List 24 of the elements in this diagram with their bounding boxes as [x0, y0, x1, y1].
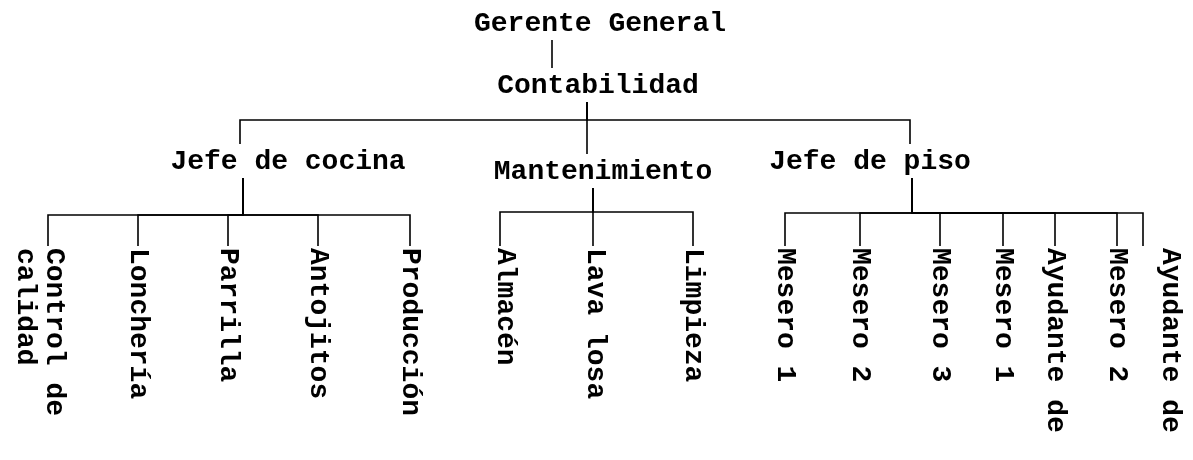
- org-label: Mesero 3: [925, 248, 955, 383]
- org-label: Parrilla: [213, 248, 243, 383]
- org-label: Ayudante de: [1040, 248, 1070, 433]
- org-label: Jefe de cocina: [170, 146, 406, 178]
- org-label: Gerente General: [474, 8, 726, 40]
- org-label: Jefe de piso: [769, 146, 971, 178]
- connector-line: [586, 101, 911, 145]
- org-label: Contabilidad: [497, 70, 699, 102]
- org-label: Lava losa: [580, 248, 610, 400]
- org-label: Limpieza: [678, 248, 708, 383]
- connector-line: [242, 177, 411, 247]
- org-label: Mesero 1: [770, 248, 800, 383]
- org-label: Producción: [395, 248, 425, 417]
- org-label: Control de calidad: [11, 248, 69, 425]
- org-label: Ayudante de: [1155, 248, 1185, 433]
- org-label: Mantenimiento: [493, 156, 713, 188]
- connector-line: [592, 187, 694, 247]
- org-label: Antojitos: [303, 248, 333, 400]
- connector-line: [551, 39, 553, 69]
- org-label: Lonchería: [123, 248, 153, 400]
- org-label: Mesero 2: [845, 248, 875, 383]
- org-label: Mesero 1: [988, 248, 1018, 383]
- org-label: Almacén: [490, 248, 520, 366]
- org-label: Mesero 2: [1102, 248, 1132, 383]
